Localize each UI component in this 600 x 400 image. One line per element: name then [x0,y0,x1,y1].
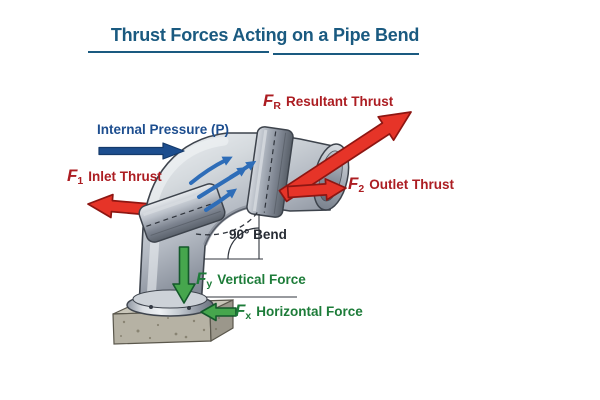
bend-angle-label: 90° Bend [229,227,287,242]
flow-arrow-icon [229,160,257,179]
pipe-leg-highlight [146,233,160,305]
horizontal-force-arrow [200,302,237,322]
internal-pressure-label: Internal Pressure (P) [97,122,230,137]
resultant-thrust-arrow [278,111,412,203]
flow-arrow-icon [189,156,233,185]
title-underline [88,51,269,53]
outlet-flange-centerline [263,131,277,213]
flow-arrow-icon [204,188,238,212]
bolt-icon [149,305,153,309]
bend-centerline-dashed [195,209,260,236]
title-underline [273,53,419,55]
pipe-base-collar [126,289,214,317]
bend-annotations [195,209,297,298]
bolt-icon [187,306,191,310]
flow-arrows [189,156,257,212]
vertical-force-arrow [172,246,196,304]
force-arrows-layer [98,111,412,322]
angle-arc [227,227,260,260]
concrete-speckles [120,307,227,340]
pipe-bend-highlight [146,136,229,218]
outlet-thrust-arrow [286,178,347,201]
internal-pressure-arrow [98,142,185,160]
diagram-title: Thrust Forces Acting on a Pipe Bend [110,25,420,45]
inlet-flange-centerline [146,201,219,227]
